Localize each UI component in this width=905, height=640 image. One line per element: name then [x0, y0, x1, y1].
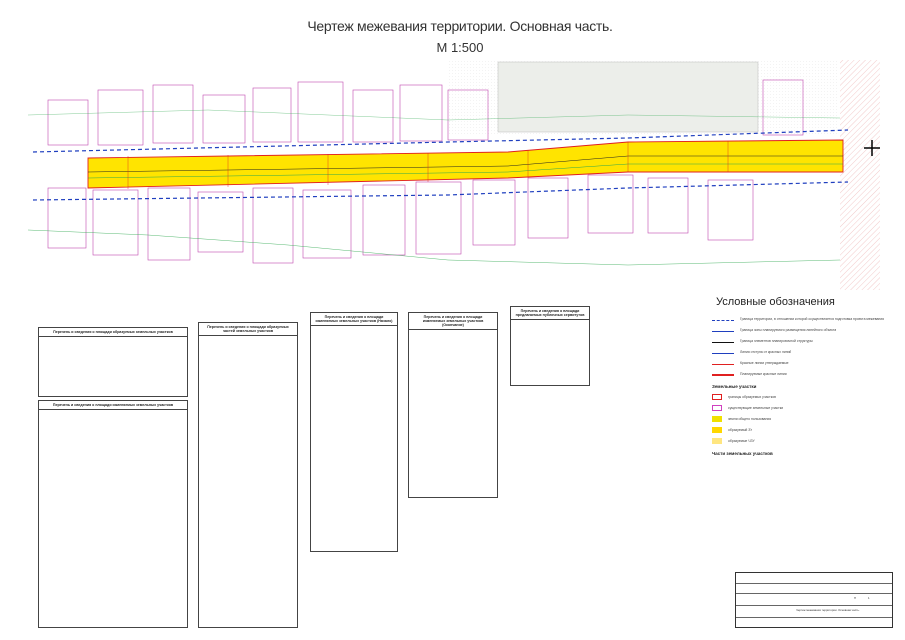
stamp-stage: П	[854, 596, 857, 600]
stamp-sheet-title: Чертеж межевания территории. Основная ча…	[796, 608, 860, 612]
contour-line	[28, 229, 841, 266]
legend-item-label: Линия отступа от красных линий	[740, 349, 792, 354]
legend-item: Линия отступа от красных линий	[712, 347, 902, 356]
legend-line-swatch	[712, 330, 734, 332]
table-title: Перечень и сведения о площади изменяемых…	[311, 313, 397, 326]
legend-line-swatch	[712, 319, 734, 321]
legend-zone-label: существующие земельные участки	[728, 405, 784, 410]
drawing-scale: М 1:500	[436, 40, 484, 55]
legend-item: Красные линии утверждаемые	[712, 358, 902, 367]
legend-zones-title: Земельные участки	[712, 384, 757, 389]
legend-line-swatch	[712, 352, 734, 354]
legend-zone-label: образуемые ЧЗУ	[728, 438, 755, 443]
legend-item-label: Красные линии утверждаемые	[740, 360, 789, 365]
legend-item: Граница территории, в отношении которой …	[712, 314, 902, 323]
table-servitudes: Перечень и сведения о площади предлагаем…	[510, 306, 590, 386]
survey-map	[28, 60, 880, 290]
legend-zone-item: существующие земельные участки	[712, 403, 902, 412]
legend-item-label: Граница зоны планируемого размещения лин…	[740, 327, 837, 332]
legend-line-swatch	[712, 363, 734, 365]
table-title: Перечень и сведения о площади образуемых…	[199, 323, 297, 336]
legend: Условные обозначения Граница территории,…	[712, 296, 902, 459]
legend-line-swatch	[712, 341, 734, 343]
table-title: Перечень и сведения о площади изменяемых…	[39, 401, 187, 410]
legend-parts-title: Части земельных участков	[712, 451, 773, 456]
drawing-title-main: Чертеж межевания территории. Основная ча…	[307, 18, 613, 34]
legend-zone-item: образуемый ЗУ	[712, 425, 902, 434]
legend-zone-label: границы образуемых участков	[728, 394, 776, 399]
legend-zone-item: земли общего пользования	[712, 414, 902, 423]
legend-item: Граница зоны планируемого размещения лин…	[712, 325, 902, 334]
contour-line-top	[28, 109, 841, 121]
legend-zone-swatch	[712, 426, 722, 433]
legend-item-label: Граница территории, в отношении которой …	[740, 316, 884, 321]
legend-zone-swatch	[712, 415, 722, 422]
road-axis	[87, 155, 843, 173]
field-area	[497, 61, 759, 133]
legend-item-label: Граница элементов планировочной структур…	[740, 338, 813, 343]
table-title: Перечень и сведения о площади предлагаем…	[511, 307, 589, 320]
table-parcel-parts: Перечень и сведения о площади образуемых…	[198, 322, 298, 628]
road-redline-ticks	[127, 141, 729, 189]
table-title: Перечень и сведения о площади изменяемых…	[409, 313, 497, 330]
legend-zone-swatch	[712, 404, 722, 411]
table-formed-parcels: Перечень и сведения о площади образуемых…	[38, 327, 188, 397]
table-changed-parcels-end: Перечень и сведения о площади изменяемых…	[408, 312, 498, 498]
cross-marker	[864, 140, 880, 156]
legend-line-swatch	[712, 374, 734, 376]
legend-zone-swatch	[712, 437, 722, 444]
legend-title: Условные обозначения	[716, 296, 835, 308]
title-stamp: Чертеж межевания территории. Основная ча…	[735, 572, 893, 628]
legend-zone-item: образуемые ЧЗУ	[712, 436, 902, 445]
legend-item: Граница элементов планировочной структур…	[712, 336, 902, 345]
boundary-top	[32, 129, 849, 153]
road-green-line	[87, 163, 843, 179]
legend-zone-item: границы образуемых участков	[712, 392, 902, 401]
stamp-sheet-number: 1	[868, 596, 870, 600]
legend-item-label: Планируемые красные линии	[740, 371, 787, 376]
legend-zone-label: земли общего пользования	[728, 416, 772, 421]
legend-item: Планируемые красные линии	[712, 369, 902, 378]
drawing-title: Чертеж межевания территории. Основная ча…	[300, 18, 620, 55]
table-title: Перечень и сведения о площади образуемых…	[39, 328, 187, 337]
hatched-zone	[840, 60, 880, 290]
table-changed-parcels: Перечень и сведения о площади изменяемых…	[38, 400, 188, 628]
legend-zone-label: образуемый ЗУ	[728, 427, 753, 432]
legend-zone-swatch	[712, 393, 722, 400]
boundary-bottom	[32, 181, 849, 201]
parcels-bottom	[47, 174, 754, 264]
table-changed-parcels-start: Перечень и сведения о площади изменяемых…	[310, 312, 398, 552]
